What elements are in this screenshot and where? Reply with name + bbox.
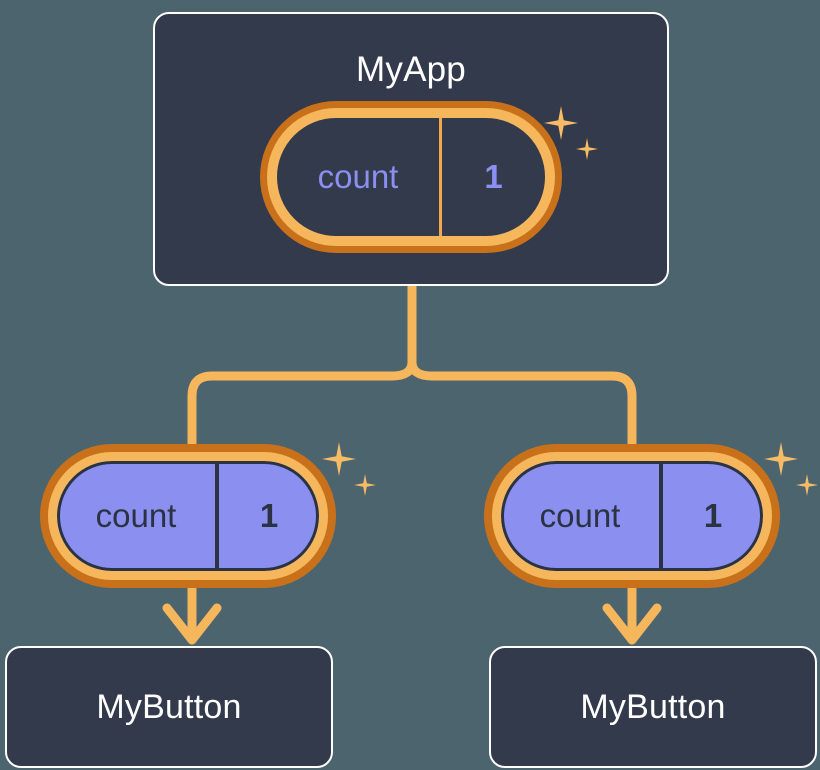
component-card-mybutton-right[interactable]: MyButton — [489, 646, 817, 768]
state-value: 1 — [484, 158, 503, 195]
sparkles-icon — [318, 440, 388, 512]
branch-line-right — [407, 357, 637, 470]
sparkle-small-icon — [354, 474, 376, 496]
state-pill-root[interactable]: count 1 — [267, 108, 555, 246]
state-pill-child-left[interactable]: count 1 — [48, 452, 328, 580]
state-value: 1 — [259, 497, 279, 534]
state-key: count — [539, 497, 621, 534]
state-pill-body: count 1 — [48, 452, 328, 580]
sparkle-small-icon — [796, 474, 818, 496]
component-name-myapp: MyApp — [356, 50, 466, 89]
component-card-mybutton-left[interactable]: MyButton — [5, 646, 333, 768]
state-pill-body: count 1 — [492, 452, 772, 580]
arrow-head-left — [162, 603, 222, 645]
component-name-mybutton: MyButton — [580, 688, 726, 726]
state-key: count — [317, 158, 399, 195]
state-value: 1 — [703, 497, 723, 534]
state-pill-body: count 1 — [267, 108, 555, 246]
state-key: count — [95, 497, 177, 534]
state-pill-child-right[interactable]: count 1 — [492, 452, 772, 580]
arrow-head-right — [602, 603, 662, 645]
branch-line-left — [187, 357, 417, 470]
state-pill-divider — [439, 118, 442, 236]
state-pill-divider — [659, 461, 663, 571]
component-name-mybutton: MyButton — [96, 688, 242, 726]
state-pill-divider — [215, 461, 219, 571]
